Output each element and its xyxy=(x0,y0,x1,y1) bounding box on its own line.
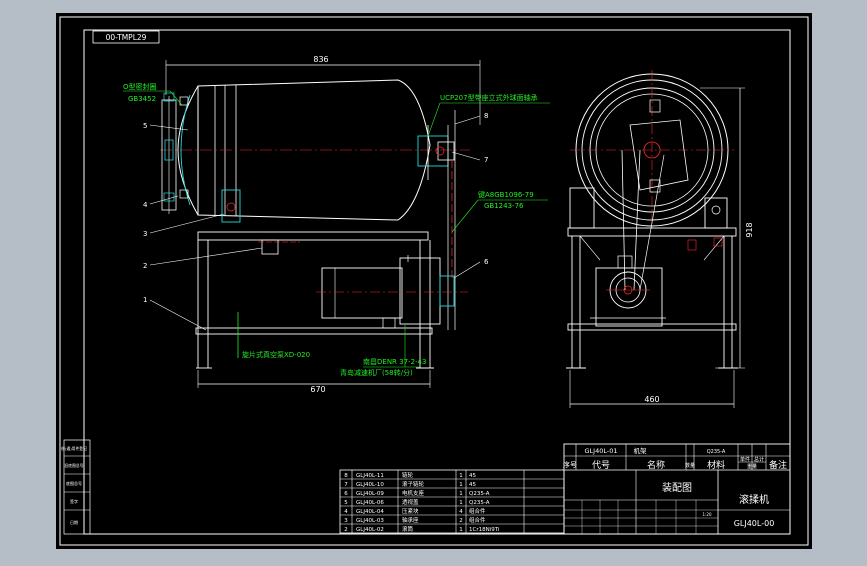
parts-row-1-qty: 1 xyxy=(459,482,463,488)
top-title-box xyxy=(92,30,160,44)
hdr-total-weight: 总计 xyxy=(754,456,764,463)
title-block: GLJ40L-01 机架 Q235-A 序号 代号 名称 数量 材料 单件 总计… xyxy=(563,443,791,535)
left-registration-block: 借(通)用件登记 旧底图总号 底图总号 签字 日期 xyxy=(61,439,91,535)
parts-row-0-name: 链轮 xyxy=(402,471,414,479)
top-title-text: 00-TMPL29 xyxy=(106,33,147,42)
note-gear-1: 南昌DENR 37-2-43 xyxy=(363,357,426,366)
door-seal xyxy=(180,94,191,206)
parts-row-2-qty: 1 xyxy=(459,491,463,497)
parts-row-4-code: GLJ40L-04 xyxy=(356,509,384,515)
parts-row-0-code: GLJ40L-11 xyxy=(356,473,384,479)
side-frame-top xyxy=(567,227,737,237)
parts-row-5-mat: 组合件 xyxy=(469,516,486,524)
hdr-material: 材料 xyxy=(707,459,725,471)
balloon-4: 4 xyxy=(143,201,148,209)
reg-label-2: 底图总号 xyxy=(66,480,82,486)
note-gear-2: 青岛减速机厂(58转/分) xyxy=(340,368,413,377)
balloon-5: 5 xyxy=(143,122,147,130)
reg-label-4: 日期 xyxy=(70,519,78,525)
front-view: 8 3 6 xyxy=(123,55,550,394)
parts-row-1-mat: 45 xyxy=(469,482,476,488)
parts-row-1-name: 滚子链轮 xyxy=(402,480,425,488)
drum-body xyxy=(197,79,431,221)
parts-row-2-no: 6 xyxy=(344,491,348,497)
note-key-1: 键A8GB1096-79 xyxy=(478,190,534,199)
note-seal-1: O型密封圈 xyxy=(123,82,157,91)
drawing-sheet xyxy=(56,13,812,549)
title-top-code: GLJ40L-01 xyxy=(585,447,618,455)
parts-row-5-qty: 2 xyxy=(459,518,463,524)
parts-row-2-name: 电机支座 xyxy=(402,489,425,497)
note-bearing: UCP207型带座立式外球面轴承 xyxy=(440,93,538,102)
hdr-note: 备注 xyxy=(769,459,787,471)
parts-row-6-mat: 1Cr18Ni9Ti xyxy=(469,527,500,533)
balloon-3: 3 xyxy=(143,230,147,238)
parts-row-3-name: 透视盖 xyxy=(402,498,419,506)
parts-row-3-mat: Q235-A xyxy=(469,500,490,506)
hdr-unit-weight: 单件 xyxy=(740,456,750,463)
motor xyxy=(321,267,403,319)
balloon-7: 7 xyxy=(484,156,488,164)
note-key-2: GB1243-76 xyxy=(484,202,524,210)
parts-row-4-qty: 4 xyxy=(459,509,463,515)
parts-row-2-code: GLJ40L-09 xyxy=(356,491,384,497)
parts-row-1-no: 7 xyxy=(344,482,348,488)
hdr-qty: 数量 xyxy=(685,462,695,469)
parts-row-5-code: GLJ40L-03 xyxy=(356,518,384,524)
note-pump: 旋片式真空泵XD-020 xyxy=(242,350,310,359)
parts-row-1-code: GLJ40L-10 xyxy=(356,482,384,488)
note-seal-2: GB3452 xyxy=(128,95,156,103)
parts-row-4-mat: 组合件 xyxy=(469,507,486,515)
parts-row-6-qty: 1 xyxy=(459,527,463,533)
side-view: 918 xyxy=(566,70,754,408)
title-drawing-no: GLJ40L-00 xyxy=(734,519,775,528)
balloon-1: 1 xyxy=(143,296,147,304)
balloon-6: 6 xyxy=(484,258,489,266)
dim-side-height: 918 xyxy=(745,222,754,237)
parts-row-5-no: 3 xyxy=(344,518,348,524)
parts-row-6-no: 2 xyxy=(344,527,348,533)
reg-label-0: 借(通)用件登记 xyxy=(61,446,87,451)
inner-border xyxy=(83,29,791,535)
title-drawing-name: 装配图 xyxy=(662,481,692,494)
hdr-weight: 重量 xyxy=(747,463,757,470)
parts-row-0-qty: 1 xyxy=(459,473,463,479)
frame-top xyxy=(197,231,429,241)
hdr-name: 名称 xyxy=(647,459,665,471)
dim-frame-width: 670 xyxy=(310,385,325,394)
balloon-2: 2 xyxy=(143,262,147,270)
parts-row-3-no: 5 xyxy=(344,500,348,506)
outer-border xyxy=(59,16,809,546)
parts-row-3-code: GLJ40L-06 xyxy=(356,500,384,506)
parts-row-2-mat: Q235-A xyxy=(469,491,490,497)
reg-label-1: 旧底图总号 xyxy=(65,463,84,468)
parts-row-6-code: GLJ40L-02 xyxy=(356,527,384,533)
reg-label-3: 签字 xyxy=(70,498,78,504)
dim-front-width: 836 xyxy=(313,55,328,64)
parts-row-0-no: 8 xyxy=(344,473,348,479)
parts-row-6-name: 滚筒 xyxy=(402,525,414,533)
dim-side-width: 460 xyxy=(644,395,659,404)
balloon-8: 8 xyxy=(484,112,488,120)
parts-row-4-no: 4 xyxy=(344,509,348,515)
hdr-code: 代号 xyxy=(592,460,610,471)
title-scale: 1:20 xyxy=(703,512,712,517)
title-top-material: Q235-A xyxy=(707,449,726,455)
title-machine-name: 滚揉机 xyxy=(739,493,769,506)
parts-row-0-mat: 45 xyxy=(469,473,476,479)
parts-row-4-name: 压紧块 xyxy=(402,507,419,515)
parts-row-3-qty: 1 xyxy=(459,500,463,506)
title-top-name: 机架 xyxy=(634,446,648,455)
parts-row-5-name: 轴承座 xyxy=(402,516,419,524)
hdr-no: 序号 xyxy=(563,460,577,469)
